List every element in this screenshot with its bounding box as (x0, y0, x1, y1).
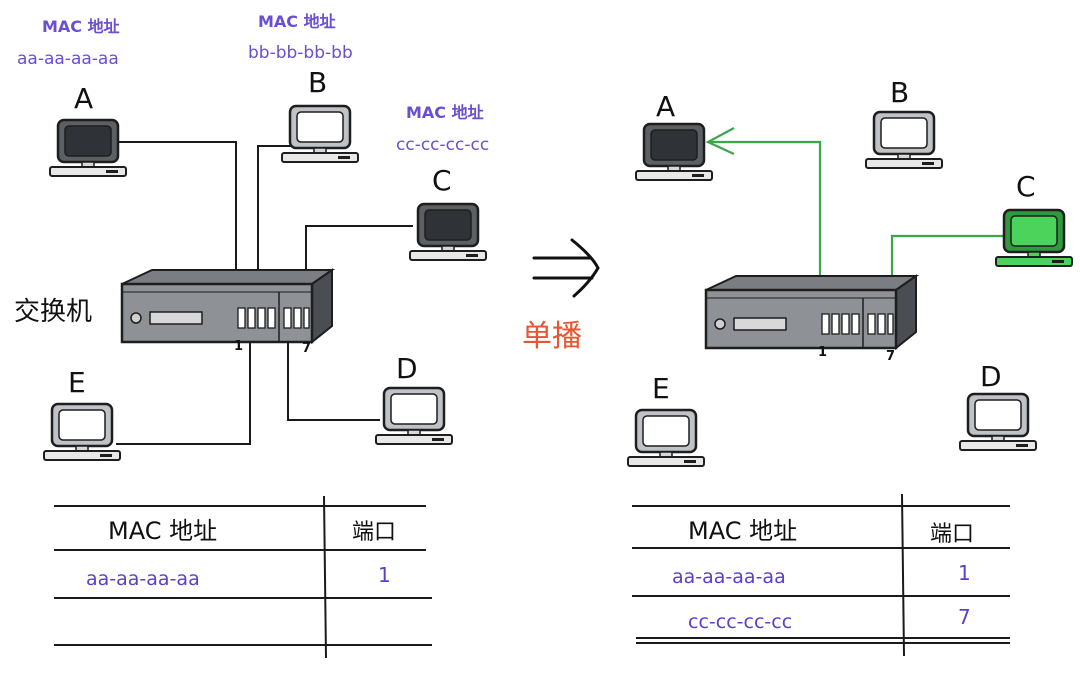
mac-label-c-value: cc-cc-cc-cc (396, 135, 489, 155)
left-table-header-port: 端口 (352, 520, 396, 545)
right-table-header-port: 端口 (930, 522, 974, 547)
computer-e-icon-right (626, 408, 706, 468)
green-cable-a (708, 140, 822, 320)
computer-b-icon-right (864, 110, 944, 170)
mac-label-a-title: MAC 地址 (42, 17, 120, 36)
node-label-d-right: D (980, 360, 1002, 393)
computer-e-icon (42, 402, 122, 462)
left-table-row1-port: 1 (378, 563, 391, 587)
cable-b (257, 145, 292, 310)
switch-icon-right (704, 274, 918, 350)
right-diagram: 1 7 A B C D E MAC 地址 端口 aa-aa-aa-aa 1 cc… (626, 76, 1074, 657)
node-label-c-right: C (1016, 170, 1036, 203)
right-table-row2-mac: cc-cc-cc-cc (688, 611, 792, 633)
computer-c-icon-right (994, 208, 1074, 268)
node-label-a-right: A (656, 90, 675, 123)
computer-c-icon (408, 202, 488, 262)
double-arrow-icon (532, 238, 600, 298)
mac-label-b-title: MAC 地址 (258, 12, 336, 31)
left-diagram: MAC 地址 aa-aa-aa-aa MAC 地址 bb-bb-bb-bb MA… (14, 12, 489, 659)
arrowhead-icon (705, 127, 735, 155)
computer-d-icon-right (958, 392, 1038, 452)
node-label-b: B (308, 66, 327, 99)
node-label-d: D (396, 352, 418, 385)
switch-icon (120, 268, 334, 344)
node-label-a: A (74, 82, 93, 115)
right-table-row1-port: 1 (958, 561, 971, 585)
left-cables (116, 141, 413, 445)
port-label-7-right: 7 (886, 349, 895, 364)
right-table-lines (632, 493, 1010, 657)
cable-e (116, 330, 251, 445)
computer-a-icon-right (634, 122, 714, 182)
right-table-row2-port: 7 (958, 605, 971, 629)
mac-label-b-value: bb-bb-bb-bb (248, 43, 353, 63)
left-table-header-mac: MAC 地址 (108, 517, 217, 545)
cable-d (287, 330, 380, 421)
port-label-7: 7 (302, 341, 311, 356)
unicast-arrow: 单播 (522, 238, 600, 354)
right-table-row1-mac: aa-aa-aa-aa (672, 566, 786, 588)
computer-b-icon (280, 104, 360, 164)
switch-label: 交换机 (14, 297, 92, 327)
cable-a (118, 141, 237, 310)
node-label-e-right: E (652, 372, 670, 405)
computer-d-icon (374, 386, 454, 446)
unicast-label: 单播 (522, 319, 582, 354)
port-label-1-right: 1 (818, 345, 827, 360)
left-table-row1-mac: aa-aa-aa-aa (86, 568, 200, 590)
node-label-e: E (68, 366, 86, 399)
computer-a-icon (48, 118, 128, 178)
port-label-1: 1 (234, 339, 243, 354)
node-label-c: C (432, 164, 452, 197)
mac-label-c-title: MAC 地址 (406, 103, 484, 122)
left-table-lines (54, 495, 432, 659)
mac-label-a-value: aa-aa-aa-aa (17, 49, 119, 69)
right-table-header-mac: MAC 地址 (688, 517, 797, 545)
node-label-b-right: B (890, 76, 909, 109)
